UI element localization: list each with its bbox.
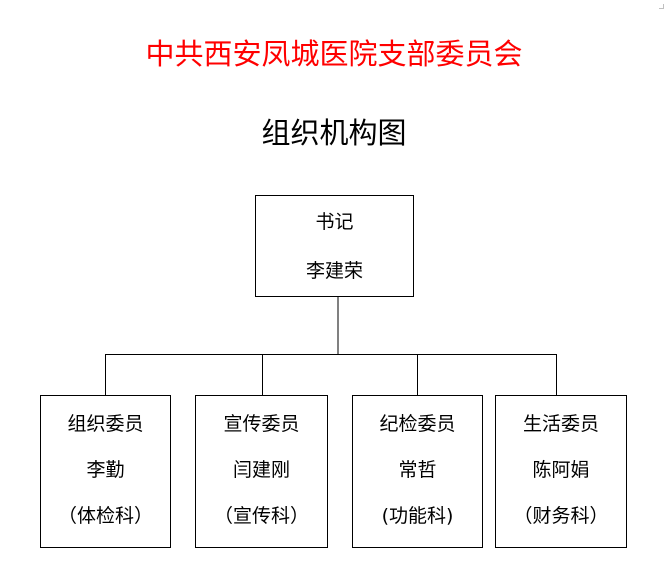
- secretary-node: 书记 李建荣: [255, 195, 414, 297]
- member-role: 组织委员: [67, 413, 144, 435]
- chart-title: 组织机构图: [261, 116, 407, 150]
- organization-committee-node: 组织委员 李勤 （体检科）: [40, 395, 171, 548]
- member-department: （体检科）: [57, 505, 153, 527]
- member-role: 生活委员: [522, 413, 599, 435]
- organization-name: 中共西安凤城医院支部委员会: [145, 37, 523, 71]
- member-department: (功能科): [381, 505, 454, 527]
- member-name: 陈阿娟: [532, 459, 590, 481]
- member-role: 宣传委员: [223, 413, 300, 435]
- page-corner-mark: [659, 4, 664, 9]
- discipline-committee-node: 纪检委员 常哲 (功能科): [352, 395, 483, 548]
- member-name: 闫建刚: [232, 459, 290, 481]
- secretary-name: 李建荣: [305, 260, 363, 282]
- member-department: （财务科）: [513, 505, 609, 527]
- member-department: （宣传科）: [213, 505, 309, 527]
- member-name: 常哲: [398, 459, 437, 481]
- welfare-committee-node: 生活委员 陈阿娟 （财务科）: [495, 395, 627, 548]
- member-role: 纪检委员: [379, 413, 456, 435]
- publicity-committee-node: 宣传委员 闫建刚 （宣传科）: [195, 395, 328, 548]
- member-name: 李勤: [86, 459, 125, 481]
- secretary-role: 书记: [315, 211, 354, 233]
